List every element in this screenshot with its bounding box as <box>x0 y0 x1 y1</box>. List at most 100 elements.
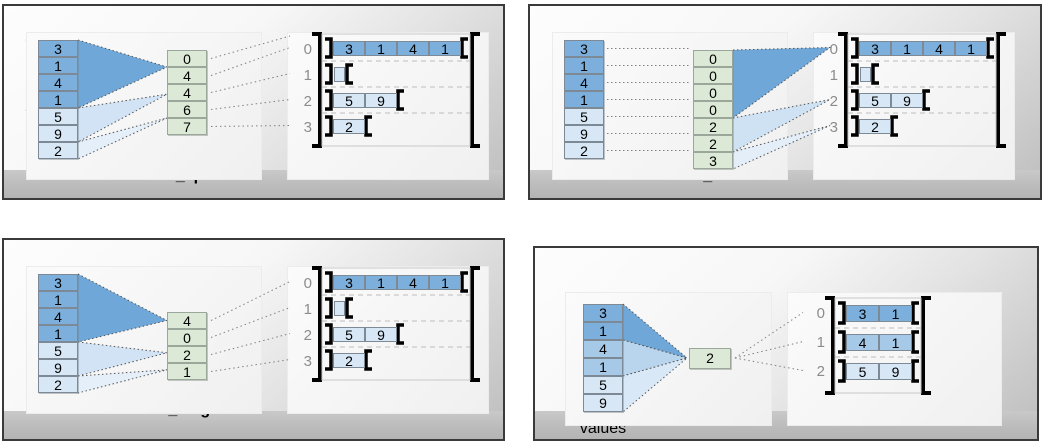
value-cell: 1 <box>564 91 604 108</box>
value-cell: 9 <box>38 125 78 142</box>
encoding-cell: 2 <box>693 135 733 152</box>
ragged-row-label: 2 <box>829 93 838 110</box>
value-cell: 1 <box>38 325 78 342</box>
encoding-cell: 2 <box>689 347 731 369</box>
value-cell: 3 <box>564 40 604 57</box>
ragged-cell: 3 <box>333 41 365 57</box>
ragged-tensor-structure-value-rowids <box>838 32 1006 148</box>
ragged-cell: 1 <box>879 305 912 322</box>
encoding-cell: 7 <box>167 118 207 135</box>
encoding-to-ragged-links-row-splits <box>210 35 291 127</box>
ragged-cell: 4 <box>923 41 955 57</box>
value-cell: 1 <box>583 358 623 376</box>
encoding-cell: 0 <box>167 50 207 67</box>
value-cell: 5 <box>38 108 78 125</box>
ragged-cell: 1 <box>891 41 923 57</box>
encoding-cell: 0 <box>167 329 207 346</box>
ragged-cell: 5 <box>846 363 879 380</box>
value-cell: 2 <box>38 142 78 159</box>
value-cell: 4 <box>564 74 604 91</box>
ragged-cell: 5 <box>333 93 365 109</box>
panel-bottom-band-row-lengths <box>4 411 503 439</box>
value-cell: 1 <box>564 57 604 74</box>
ragged-tensor-structure-row-lengths <box>312 266 480 382</box>
ragged-tensor-structure-uniform-row-length <box>825 296 931 395</box>
encoding-cell: 0 <box>693 50 733 67</box>
ragged-row-label: 1 <box>829 67 838 84</box>
ragged-cell: 4 <box>397 41 429 57</box>
ragged-cell: 9 <box>365 93 397 109</box>
encoding-cell: 4 <box>167 84 207 101</box>
value-cell: 9 <box>38 359 78 376</box>
ragged-cell: 1 <box>429 275 461 291</box>
encoding-cell: 4 <box>167 312 207 329</box>
value-cell: 5 <box>38 342 78 359</box>
value-cell: 2 <box>564 142 604 159</box>
encoding-cell: 6 <box>167 101 207 118</box>
value-cell: 5 <box>564 108 604 125</box>
ragged-cell: 1 <box>365 275 397 291</box>
ragged-cell-empty <box>334 67 345 82</box>
ragged-cell: 9 <box>891 93 923 109</box>
value-group-fans-value-rowids <box>732 46 832 170</box>
ragged-cell: 5 <box>859 93 891 109</box>
value-cell: 2 <box>38 376 78 393</box>
encoding-to-ragged-links-uniform-row-length <box>734 312 804 371</box>
ragged-row-label: 3 <box>303 119 312 136</box>
encoding-cell: 4 <box>167 67 207 84</box>
ragged-cell: 3 <box>859 41 891 57</box>
encoding-cell: 2 <box>693 118 733 135</box>
value-cell: 1 <box>38 91 78 108</box>
value-cell: 3 <box>583 304 623 322</box>
ragged-cell: 4 <box>397 275 429 291</box>
value-cell: 4 <box>38 74 78 91</box>
encoding-to-ragged-links-row-lengths <box>210 281 291 372</box>
value-cell: 1 <box>38 57 78 74</box>
value-group-fans-row-splits <box>77 39 169 160</box>
ragged-tensor-structure-row-splits <box>312 32 480 148</box>
ragged-cell: 3 <box>333 275 365 291</box>
ragged-row-label: 0 <box>829 41 838 58</box>
ragged-row-label: 0 <box>303 41 312 58</box>
encoding-cell: 3 <box>693 152 733 169</box>
panel-row-splits: 314159201234567values04467row_splits0314… <box>2 4 505 200</box>
ragged-cell-empty <box>860 67 871 82</box>
ragged-cell: 2 <box>859 119 891 135</box>
encoding-cell: 0 <box>693 84 733 101</box>
ragged-cell: 2 <box>333 353 365 369</box>
value-cell: 9 <box>564 125 604 142</box>
value-cell: 3 <box>38 40 78 57</box>
ragged-row-label: 1 <box>303 301 312 318</box>
ragged-row-label: 3 <box>303 353 312 370</box>
ragged-cell: 1 <box>429 41 461 57</box>
ragged-row-label: 1 <box>303 67 312 84</box>
value-cell: 1 <box>38 291 78 308</box>
ragged-cell: 1 <box>879 334 912 351</box>
value-cell: 9 <box>583 394 623 412</box>
value-cell: 5 <box>583 376 623 394</box>
ragged-cell: 1 <box>955 41 987 57</box>
ragged-cell: 3 <box>846 305 879 322</box>
ragged-cell-empty <box>334 301 345 316</box>
value-to-rowid-links-value-rowids <box>607 48 690 151</box>
encoding-cell: 0 <box>693 101 733 118</box>
ragged-row-label: 1 <box>816 334 825 351</box>
ragged-cell: 1 <box>365 41 397 57</box>
ragged-cell: 9 <box>879 363 912 380</box>
ragged-row-label: 2 <box>303 327 312 344</box>
encoding-cell: 2 <box>167 346 207 363</box>
encoding-cell: 0 <box>693 67 733 84</box>
panel-row-lengths: 3141592values4021row_lengths03141125932r… <box>2 238 505 441</box>
ragged-row-label: 0 <box>303 275 312 292</box>
ragged-row-label: 2 <box>816 363 825 380</box>
value-group-fans-uniform-row-length <box>622 303 689 413</box>
panel-value-rowids: 3141592values0000223value_rowids03141125… <box>528 4 1042 200</box>
value-cell: 4 <box>38 308 78 325</box>
panel-uniform-row-length: 314159values2uniform_ row_length03114125… <box>533 246 1039 441</box>
ragged-cell: 2 <box>333 119 365 135</box>
ragged-row-label: 0 <box>816 305 825 322</box>
ragged-row-label: 2 <box>303 93 312 110</box>
ragged-cell: 4 <box>846 334 879 351</box>
ragged-row-label: 3 <box>829 119 838 136</box>
